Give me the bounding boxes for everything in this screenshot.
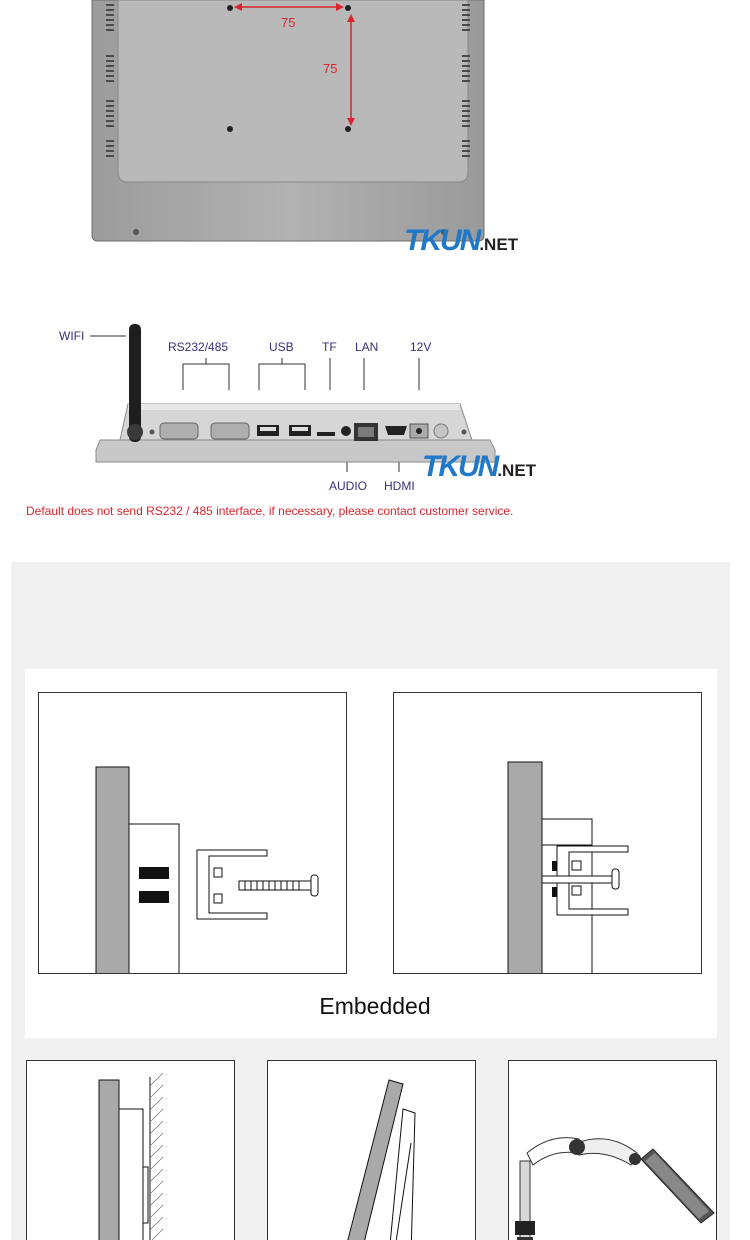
embedded-bracket-installed-drawing	[507, 761, 629, 973]
dimension-horizontal-label: 75	[281, 15, 296, 30]
brand-logo-io: TKUN.NET	[422, 450, 536, 484]
brand-logo-text: TKUN	[404, 224, 481, 257]
port-label-tf: TF	[322, 340, 337, 354]
port-label-12v: 12V	[410, 340, 432, 354]
wall-mount-diagram	[26, 1060, 235, 1240]
dimension-vertical-label: 75	[323, 61, 338, 76]
port-label-hdmi: HDMI	[384, 479, 415, 493]
io-panel-drawing	[90, 324, 496, 472]
embedded-diagram-right	[393, 692, 702, 974]
rear-panel-drawing	[91, 0, 485, 242]
monitor-arm-diagram	[508, 1060, 717, 1240]
port-label-audio: AUDIO	[329, 479, 368, 493]
wall-mount-drawing	[98, 1072, 164, 1240]
monitor-arm-drawing	[515, 1137, 715, 1240]
port-label-lan: LAN	[355, 340, 379, 354]
desktop-stand-drawing	[347, 1079, 416, 1240]
brand-logo-io-text: TKUN	[422, 450, 499, 483]
brand-logo-io-tld: .NET	[497, 461, 537, 480]
brand-logo: TKUN.NET	[404, 224, 518, 258]
brand-logo-tld: .NET	[479, 235, 519, 254]
embedded-bracket-separate-drawing	[95, 766, 319, 973]
embedded-caption: Embedded	[319, 993, 431, 1019]
port-label-wifi: WIFI	[59, 329, 85, 343]
port-label-usb: USB	[269, 340, 294, 354]
port-label-rs232: RS232/485	[168, 340, 229, 354]
rs232-notice: Default does not send RS232 / 485 interf…	[26, 504, 514, 518]
desktop-stand-diagram	[267, 1060, 476, 1240]
embedded-diagram-left	[38, 692, 347, 974]
